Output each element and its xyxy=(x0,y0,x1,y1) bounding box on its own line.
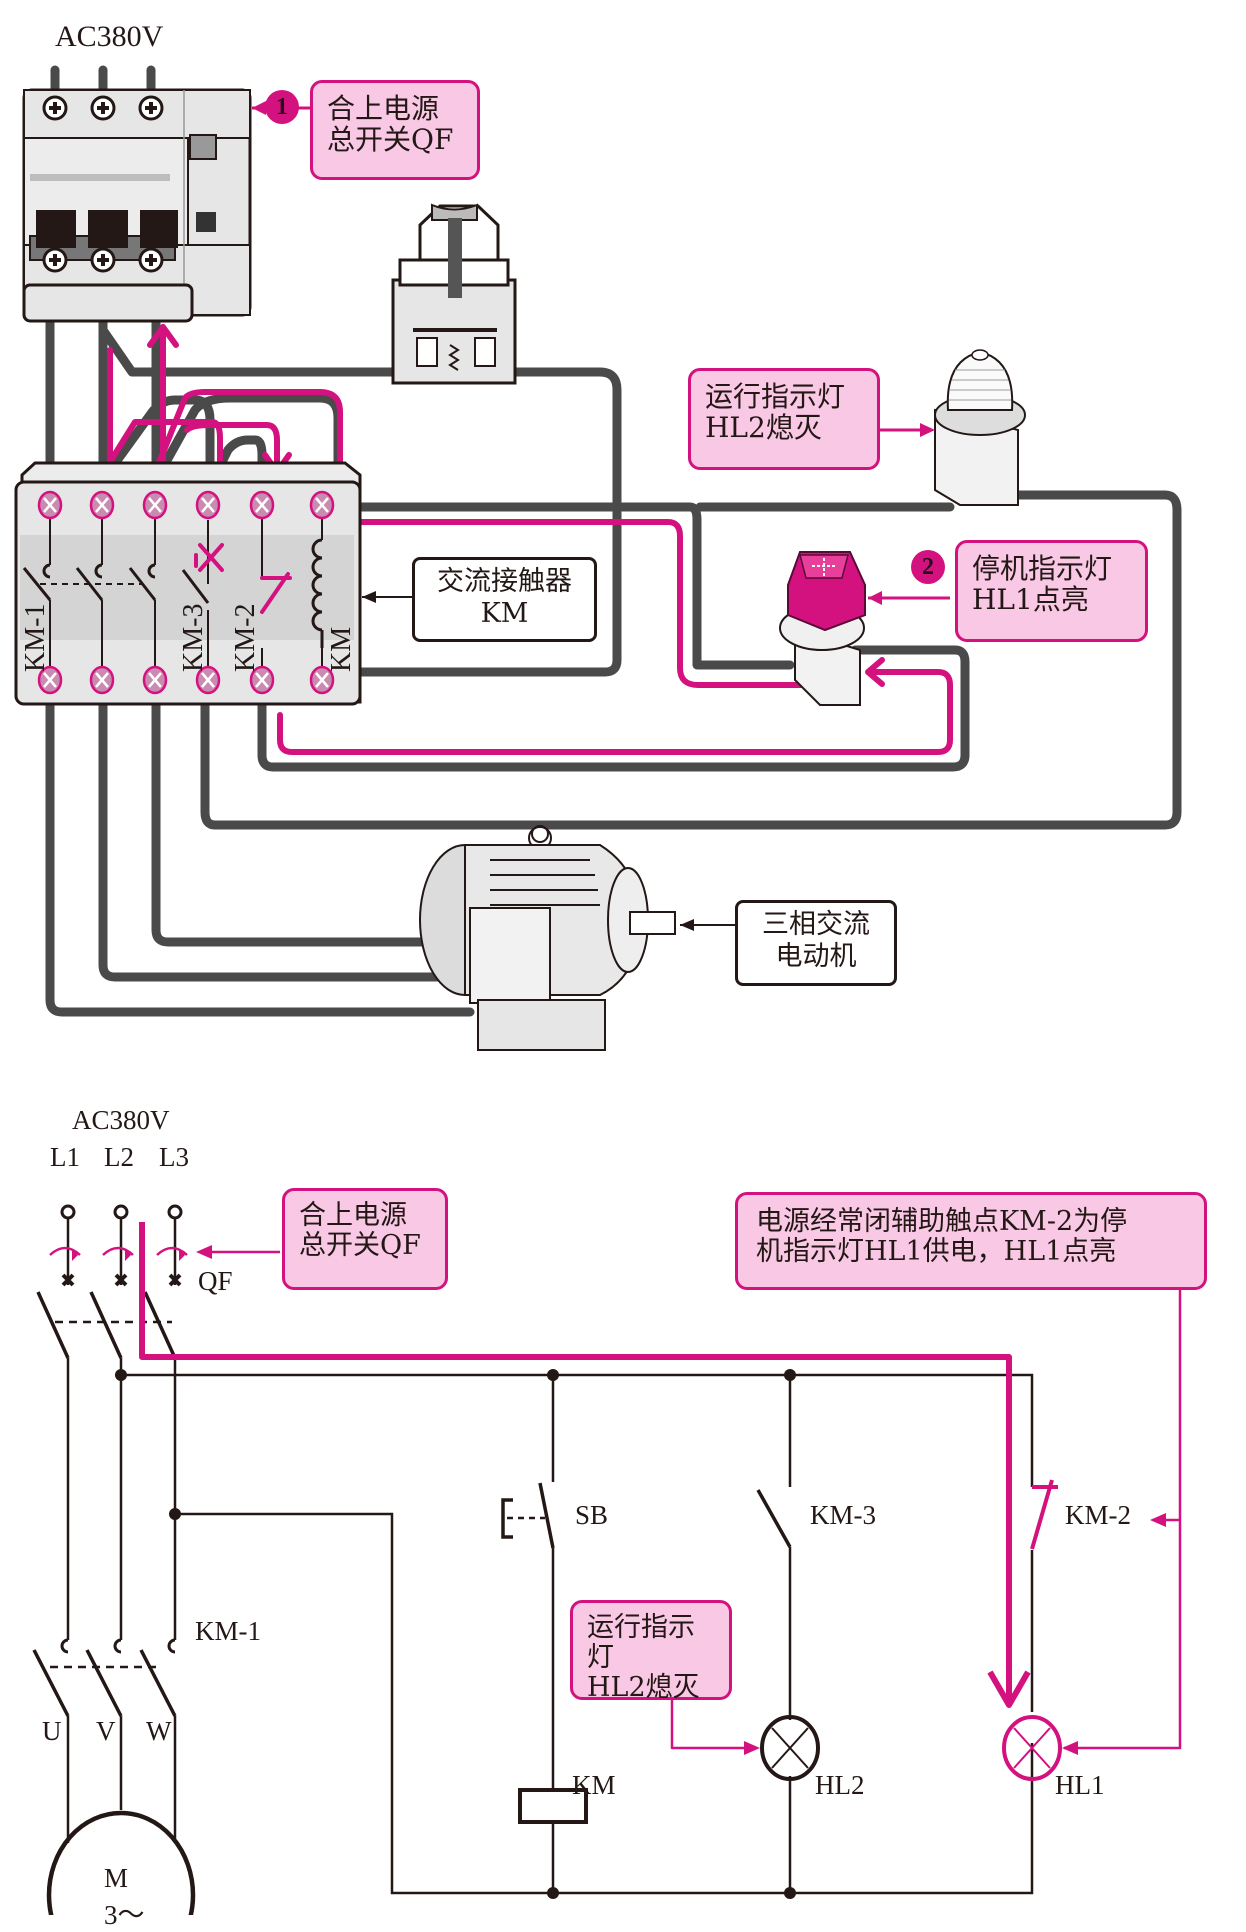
supply-label: AC380V xyxy=(55,20,164,53)
motor-symbol-m: M xyxy=(104,1863,129,1893)
lamp-hl2-symbol xyxy=(760,1715,820,1781)
motor-terminal-u: U xyxy=(42,1716,62,1746)
phase-label-l1: L1 xyxy=(50,1142,80,1172)
callout-line: 机指示灯HL1供电，HL1点亮 xyxy=(756,1236,1117,1268)
terminal-screw xyxy=(249,665,275,695)
schematic-current-path xyxy=(49,1222,1182,1781)
label-km3: KM-3 xyxy=(178,603,209,672)
terminal-screw xyxy=(142,490,168,520)
contactor-km xyxy=(14,461,362,706)
terminal-l2 xyxy=(113,1204,129,1220)
schematic-arrowheads xyxy=(72,1245,1166,1755)
motor-wire-u xyxy=(45,675,475,1017)
wire-hl1-return xyxy=(257,645,970,772)
callout-hl1-on: 停机指示灯 HL1点亮 xyxy=(955,540,1148,642)
step-badge-2: 2 xyxy=(911,550,945,584)
terminal-screw xyxy=(37,665,63,695)
motor-symbol xyxy=(46,1810,196,1915)
box-line: 交流接触器 xyxy=(437,566,572,597)
coil-km-label: KM xyxy=(572,1770,616,1800)
motor-symbol-phase: 3～ xyxy=(104,1900,145,1930)
lamp-hl1-symbol xyxy=(1002,1715,1062,1781)
terminal-screw xyxy=(249,490,275,520)
callout-line: 运行指示灯 xyxy=(587,1612,695,1674)
callout-line: 电源经常闭辅助触点KM-2为停 xyxy=(756,1206,1128,1237)
motor-wire-w xyxy=(151,675,475,947)
motor-terminal-v: V xyxy=(96,1716,116,1746)
motor-terminal-w: W xyxy=(146,1716,172,1746)
callout-line: 运行指示灯 xyxy=(705,380,846,413)
callout-line: HL2熄灭 xyxy=(705,411,822,445)
callout-line: HL2熄灭 xyxy=(587,1672,700,1704)
run-lamp-hl2 xyxy=(934,349,1026,506)
label-box-contactor: 交流接触器 KM xyxy=(412,557,597,642)
terminal-l1 xyxy=(60,1204,76,1220)
motor-wire-v xyxy=(98,675,475,982)
bridge-wire-3 xyxy=(203,435,267,510)
schematic-callout-close-breaker: 合上电源 总开关QF xyxy=(282,1188,448,1290)
qf-label: QF xyxy=(198,1266,233,1296)
coil-km xyxy=(518,1788,588,1824)
callout-line: 总开关QF xyxy=(299,1230,421,1262)
schematic xyxy=(32,1204,1034,1915)
wire-sb-to-coil xyxy=(325,367,622,685)
box-line: KM xyxy=(480,597,529,629)
three-phase-motor xyxy=(419,825,676,1051)
circuit-breaker-qf xyxy=(22,88,252,323)
start-button-sb xyxy=(391,203,517,385)
terminal-screw xyxy=(89,665,115,695)
callout-line: HL1点亮 xyxy=(972,583,1089,617)
km1-label: KM-1 xyxy=(195,1616,261,1646)
label-coil-km: KM xyxy=(326,626,357,672)
km2-label: KM-2 xyxy=(1065,1500,1131,1530)
wire-l2-to-sb xyxy=(98,325,405,377)
wires xyxy=(45,65,1182,1017)
label-box-motor: 三相交流 电动机 xyxy=(735,900,897,986)
terminal-screw xyxy=(195,490,221,520)
contactor-terminals xyxy=(37,490,335,695)
terminal-screw xyxy=(142,665,168,695)
label-km2: KM-2 xyxy=(230,603,261,672)
label-km1: KM-1 xyxy=(20,603,51,672)
callout-line: 总开关QF xyxy=(327,123,454,157)
terminal-l3 xyxy=(167,1204,183,1220)
phase-label-l3: L3 xyxy=(159,1142,189,1172)
km3-label: KM-3 xyxy=(810,1500,876,1530)
schematic-supply-label: AC380V xyxy=(72,1105,170,1135)
sb-label: SB xyxy=(575,1500,609,1530)
terminal-screw xyxy=(309,490,335,520)
callout-line: 合上电源 xyxy=(327,92,440,125)
callout-line: 停机指示灯 xyxy=(972,552,1113,585)
box-line: 三相交流 xyxy=(762,909,870,940)
stop-lamp-hl1 xyxy=(779,551,866,706)
box-line: 电动机 xyxy=(775,940,857,972)
schematic-callout-hl2-off: 运行指示灯 HL2熄灭 xyxy=(570,1600,732,1704)
callout-hl2-off: 运行指示灯 HL2熄灭 xyxy=(688,368,880,470)
terminal-screw xyxy=(37,490,63,520)
wire-hl2-return xyxy=(200,490,1182,830)
phase-label-l2: L2 xyxy=(104,1142,134,1172)
hl1-label: HL1 xyxy=(1055,1770,1105,1800)
terminal-screw xyxy=(89,490,115,520)
hl2-label: HL2 xyxy=(815,1770,865,1800)
callout-line: 合上电源 xyxy=(299,1200,407,1231)
terminal-screw xyxy=(309,665,335,695)
schematic-callout-km2-feeds-hl1: 电源经常闭辅助触点KM-2为停 机指示灯HL1供电，HL1点亮 xyxy=(735,1192,1207,1290)
callout-close-breaker: 合上电源 总开关QF xyxy=(310,80,480,180)
terminal-screw xyxy=(195,665,221,695)
step-badge-1: 1 xyxy=(265,90,299,124)
wire-coil-to-hl1 xyxy=(325,502,795,670)
